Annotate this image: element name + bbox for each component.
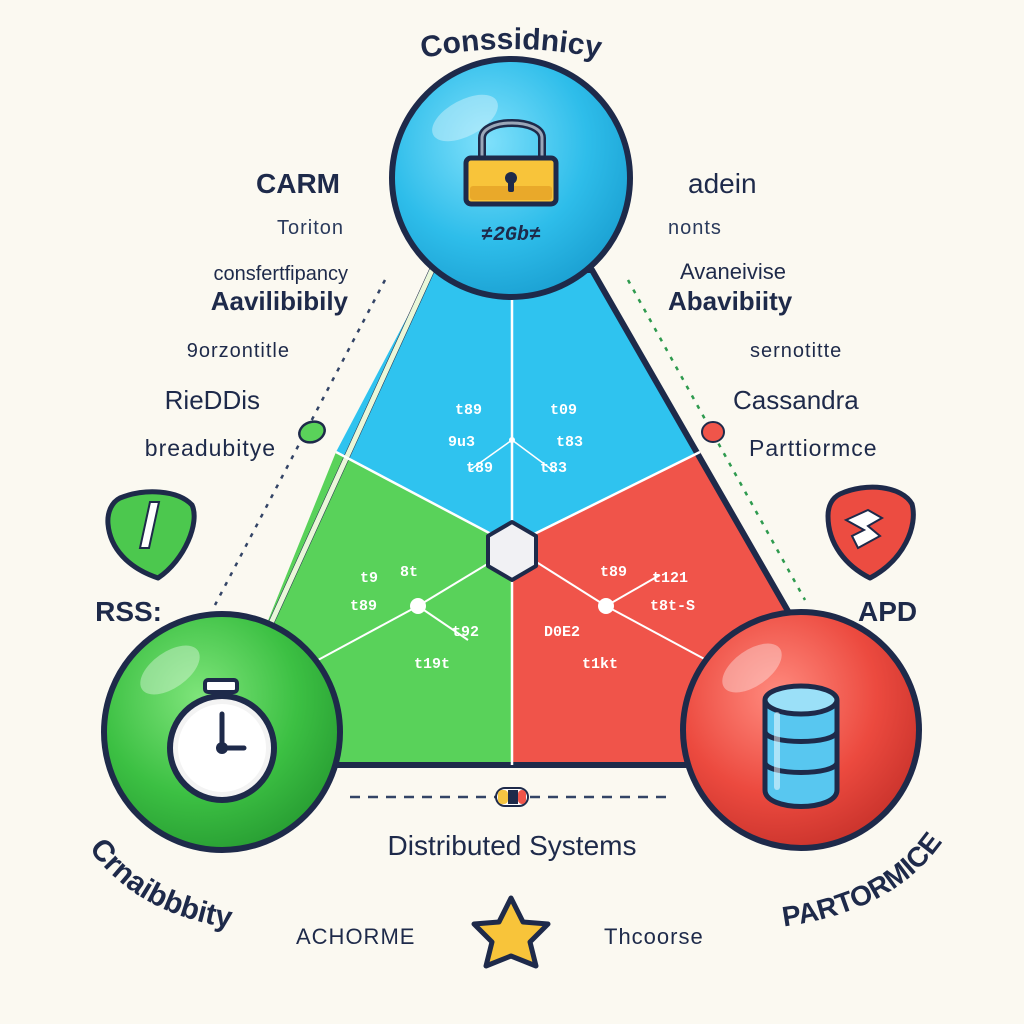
left-mode: RSS: (95, 596, 162, 627)
connector-green-c (417, 605, 469, 641)
star-icon (471, 895, 551, 969)
connector-red-c (605, 574, 661, 607)
green-label-1: t9 (360, 570, 378, 587)
red-label-2: t121 (652, 570, 688, 587)
right-database-sub: Parttiormce (749, 435, 878, 461)
left-heading: CARM (256, 168, 340, 199)
junction-green (410, 598, 426, 614)
green-label-4: t92 (452, 624, 479, 641)
connector-green-b (417, 559, 495, 607)
left-item: 9orzontitle (186, 340, 290, 362)
right-item: sernotitte (750, 340, 843, 362)
green-shield-icon (105, 489, 197, 581)
left-desc-large: Aavilibibily (210, 286, 348, 316)
left-database-sub: breadubitye (144, 435, 276, 461)
pill-connector-icon (495, 787, 529, 807)
database-icon (762, 683, 840, 809)
blue-label-1: t89 (455, 402, 482, 419)
partition-tolerance-node (680, 609, 922, 851)
blue-label-6: t83 (540, 460, 567, 477)
footer-left-label: ACHORME (296, 924, 416, 949)
red-label-5: t1kt (582, 656, 618, 673)
red-dot (701, 421, 725, 443)
right-desc-large: Abavibiity (668, 286, 793, 316)
connector-red-b (605, 605, 711, 663)
right-subheading: nonts (668, 217, 722, 239)
right-database-name: Cassandra (733, 385, 859, 415)
triangle-blue-region (336, 270, 700, 545)
right-mode: APD (858, 596, 918, 627)
stopwatch-icon (167, 678, 277, 803)
availability-node (101, 611, 343, 853)
right-desc-small: Avaneivise (680, 259, 786, 284)
diagram-title: Distributed Systems (387, 830, 637, 861)
connector-blue-b (511, 439, 556, 473)
red-label-3: t8t-S (650, 598, 695, 615)
red-label-1: t89 (600, 564, 627, 581)
right-heading: adein (688, 168, 757, 199)
left-desc-small: consfertfipancy (213, 263, 348, 285)
junction-blue (509, 437, 515, 443)
lock-icon (463, 119, 559, 207)
green-label-5: t19t (414, 656, 450, 673)
blue-label-3: t89 (466, 460, 493, 477)
connector-blue-a (469, 439, 513, 471)
red-label-4: D0E2 (544, 624, 580, 641)
junction-red (598, 598, 614, 614)
blue-label-5: t83 (556, 434, 583, 451)
green-dot (298, 420, 326, 444)
connector-green-a (317, 605, 419, 661)
left-subheading: Toriton (276, 217, 344, 239)
green-label-3: t89 (350, 598, 377, 615)
footer-right-label: Thcoorse (604, 924, 704, 949)
consistency-node: ≠2Gb≠ (389, 56, 633, 300)
divider-blue-green (335, 450, 513, 547)
blue-label-4: t09 (550, 402, 577, 419)
green-label-2: 8t (400, 564, 418, 581)
connector-red-a (529, 557, 607, 607)
center-hexagon (486, 520, 538, 582)
blue-label-2: 9u3 (448, 434, 475, 451)
red-shield-icon (825, 484, 916, 581)
left-database-name: RieDDis (164, 385, 260, 415)
divider-blue-red (511, 450, 701, 547)
consistency-badge: ≠2Gb≠ (481, 224, 541, 247)
